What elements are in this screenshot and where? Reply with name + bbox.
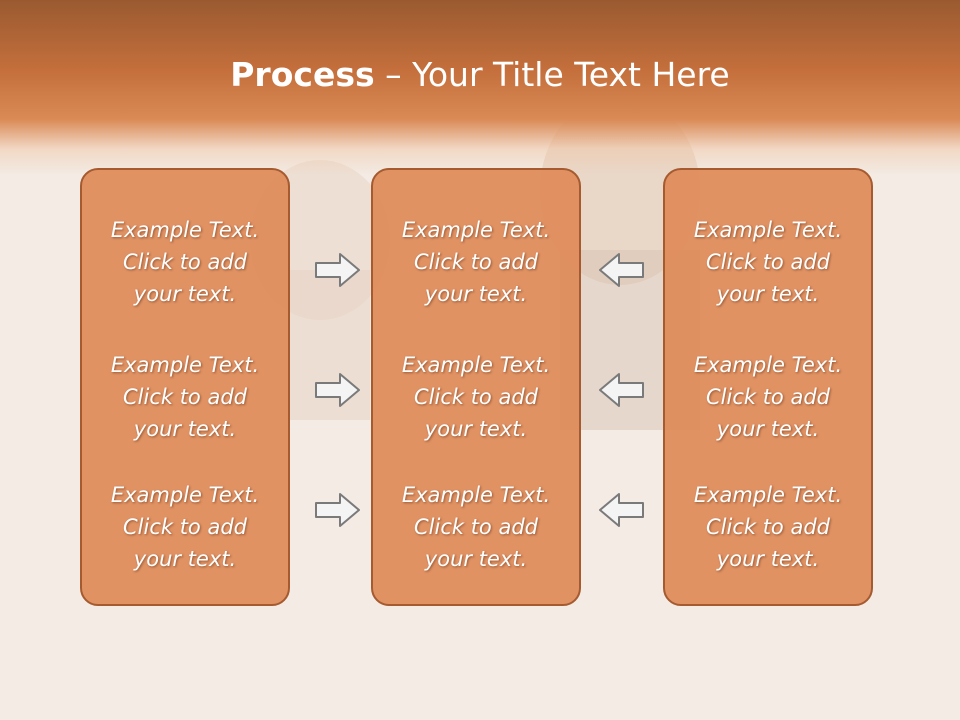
text-line: Click to add xyxy=(413,385,538,409)
text-line: Click to add xyxy=(413,250,538,274)
text-line: your text. xyxy=(716,547,820,571)
text-line: your text. xyxy=(133,282,237,306)
text-line: Click to add xyxy=(413,515,538,539)
text-line: your text. xyxy=(133,547,237,571)
text-item: Example Text. Click to add your text. xyxy=(665,479,871,575)
process-box-center: Example Text. Click to add your text. Ex… xyxy=(371,168,581,606)
right-arrow-icon xyxy=(315,373,360,407)
process-box-right: Example Text. Click to add your text. Ex… xyxy=(663,168,873,606)
text-line: your text. xyxy=(424,282,528,306)
text-line: your text. xyxy=(424,547,528,571)
title-bold: Process xyxy=(230,55,375,94)
text-line: Click to add xyxy=(122,250,247,274)
text-line: Example Text. xyxy=(110,483,260,507)
text-line: Click to add xyxy=(705,515,830,539)
left-arrow-icon xyxy=(599,493,644,527)
title-rest: – Your Title Text Here xyxy=(374,55,730,94)
process-box-left: Example Text. Click to add your text. Ex… xyxy=(80,168,290,606)
text-line: Example Text. xyxy=(110,218,260,242)
text-line: Example Text. xyxy=(110,353,260,377)
text-line: Example Text. xyxy=(401,218,551,242)
text-item: Example Text. Click to add your text. xyxy=(665,214,871,310)
left-arrow-icon xyxy=(599,253,644,287)
text-item: Example Text. Click to add your text. xyxy=(373,349,579,445)
text-line: Click to add xyxy=(705,250,830,274)
text-line: Example Text. xyxy=(693,353,843,377)
text-line: Click to add xyxy=(122,515,247,539)
text-item: Example Text. Click to add your text. xyxy=(82,479,288,575)
text-item: Example Text. Click to add your text. xyxy=(665,349,871,445)
text-line: Example Text. xyxy=(401,483,551,507)
right-arrow-icon xyxy=(315,253,360,287)
text-line: your text. xyxy=(133,417,237,441)
text-item: Example Text. Click to add your text. xyxy=(373,214,579,310)
text-item: Example Text. Click to add your text. xyxy=(82,214,288,310)
left-arrow-icon xyxy=(599,373,644,407)
text-line: your text. xyxy=(716,417,820,441)
text-line: Click to add xyxy=(705,385,830,409)
text-line: Example Text. xyxy=(401,353,551,377)
text-line: your text. xyxy=(716,282,820,306)
text-line: your text. xyxy=(424,417,528,441)
slide-title: Process – Your Title Text Here xyxy=(0,54,960,96)
text-line: Click to add xyxy=(122,385,247,409)
text-item: Example Text. Click to add your text. xyxy=(82,349,288,445)
title-bar xyxy=(0,0,960,175)
right-arrow-icon xyxy=(315,493,360,527)
text-item: Example Text. Click to add your text. xyxy=(373,479,579,575)
text-line: Example Text. xyxy=(693,218,843,242)
text-line: Example Text. xyxy=(693,483,843,507)
